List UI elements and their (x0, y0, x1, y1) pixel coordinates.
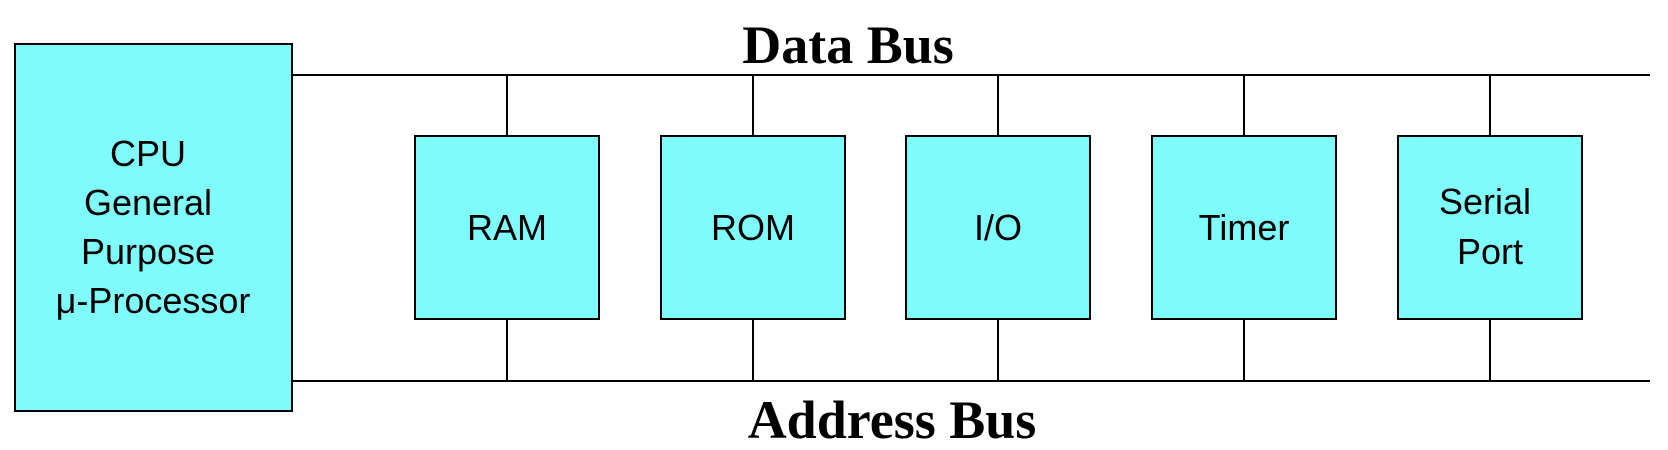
address-bus-label: Address Bus (748, 390, 1037, 450)
serial-port-label-line: Port (1457, 231, 1523, 272)
cpu-label-line: Purpose (81, 231, 215, 272)
cpu-block: CPU General Purpose μ-Processor (14, 43, 293, 412)
rom-label: ROM (711, 207, 795, 248)
timer-label: Timer (1199, 207, 1290, 248)
cpu-label-line: CPU (110, 133, 186, 174)
data-bus-label: Data Bus (742, 15, 954, 75)
cpu-label-line: μ-Processor (56, 280, 251, 321)
ram-label-line: RAM (467, 207, 547, 248)
timer-block: Timer (1151, 75, 1337, 381)
serial-port-label: Serial Port (1439, 181, 1541, 272)
serial-port-block: Serial Port (1397, 75, 1583, 381)
cpu-box (14, 43, 293, 412)
io-label-line: I/O (974, 207, 1022, 248)
io-label: I/O (974, 207, 1022, 248)
serial-port-box (1397, 135, 1583, 320)
rom-label-line: ROM (711, 207, 795, 248)
rom-block: ROM (660, 75, 846, 381)
timer-label-line: Timer (1199, 207, 1290, 248)
cpu-label-line: General (84, 182, 212, 223)
io-block: I/O (905, 75, 1091, 381)
rom-box (660, 135, 846, 320)
cpu-label: CPU General Purpose μ-Processor (56, 133, 251, 321)
ram-box (414, 135, 600, 320)
serial-port-label-line: Serial (1439, 181, 1531, 222)
ram-block: RAM (414, 75, 600, 381)
io-box (905, 135, 1091, 320)
ram-label: RAM (467, 207, 547, 248)
timer-box (1151, 135, 1337, 320)
